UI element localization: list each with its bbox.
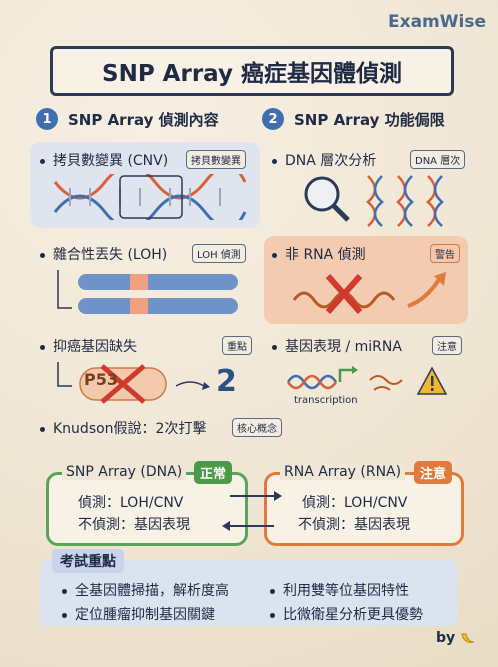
- notice-tag: 注意: [432, 336, 462, 355]
- section-number-1: 1: [36, 108, 58, 130]
- exam-point-text: 定位腫瘤抑制基因關鍵: [75, 607, 215, 623]
- rna-not-detect: 不偵測：基因表現: [298, 517, 410, 533]
- title-banner: SNP Array 癌症基因體偵測: [50, 46, 454, 96]
- bullet: [62, 588, 67, 594]
- exam-point: 比微衛星分析更具優勢: [270, 604, 423, 624]
- byline-text: by: [436, 630, 456, 646]
- byline: by: [436, 630, 476, 646]
- exam-point: 定位腫瘤抑制基因關鍵: [62, 604, 215, 624]
- cnv-label: 拷貝數變異 (CNV): [40, 150, 168, 170]
- exam-point-text: 比微衛星分析更具優勢: [283, 607, 423, 623]
- exam-point-text: 利用雙等位基因特性: [283, 583, 409, 599]
- dna-cnv-icon: [53, 174, 247, 220]
- magnifier-dna-icon: [304, 175, 444, 227]
- loh-tag: LOH 偵測: [192, 244, 246, 263]
- snp-box-title: SNP Array (DNA): [62, 464, 187, 480]
- p53-loss-icon: [57, 362, 210, 404]
- gene-name: P53: [84, 370, 118, 389]
- cnv-tag: 拷貝數變異: [186, 150, 246, 169]
- right-section-heading: 2 SNP Array 功能侷限: [262, 108, 445, 130]
- result-count: 2: [216, 364, 237, 399]
- left-heading-text: SNP Array 偵測內容: [68, 110, 219, 129]
- expression-label: 基因表現 / miRNA: [272, 336, 402, 356]
- non-rna-label-text: 非 RNA 偵測: [285, 247, 366, 263]
- loh-label-text: 雜合性丟失 (LOH): [53, 247, 168, 263]
- knudson-label: Knudson假說：2次打擊: [40, 418, 206, 438]
- loh-label: 雜合性丟失 (LOH): [40, 244, 167, 264]
- exam-point: 利用雙等位基因特性: [270, 580, 409, 600]
- transcription-icon: [286, 366, 448, 395]
- rna-crossed-icon: [292, 272, 446, 314]
- bullet: [272, 252, 277, 258]
- tsg-label: 抑癌基因缺失: [40, 336, 137, 356]
- tsg-tag: 重點: [222, 336, 252, 355]
- bullet: [40, 158, 45, 164]
- notice-badge: 注意: [414, 461, 453, 484]
- bullet: [270, 588, 275, 594]
- compare-arrows-icon: [222, 491, 282, 531]
- expression-label-text: 基因表現 / miRNA: [285, 339, 402, 355]
- normal-badge: 正常: [194, 461, 233, 484]
- cnv-label-text: 拷貝數變異 (CNV): [53, 153, 169, 169]
- bullet: [272, 158, 277, 164]
- rna-box-title: RNA Array (RNA): [280, 464, 406, 480]
- bullet: [270, 612, 275, 618]
- bullet: [40, 426, 45, 432]
- dna-level-label: DNA 層次分析: [272, 150, 376, 170]
- banana-icon: [461, 633, 475, 643]
- knudson-tag: 核心概念: [232, 418, 282, 437]
- rna-detect: 偵測：LOH/CNV: [302, 495, 408, 511]
- warning-tag: 警告: [430, 244, 460, 263]
- transcription-caption: transcription: [294, 395, 358, 406]
- bullet: [62, 612, 67, 618]
- exam-point-text: 全基因體掃描，解析度高: [75, 583, 229, 599]
- exam-point: 全基因體掃描，解析度高: [62, 580, 229, 600]
- snp-detect: 偵測：LOH/CNV: [78, 495, 184, 511]
- right-heading-text: SNP Array 功能侷限: [294, 110, 445, 129]
- section-number-2: 2: [262, 108, 284, 130]
- rna-array-box: [264, 472, 464, 546]
- knudson-label-text: Knudson假說：2次打擊: [53, 421, 207, 437]
- page-title: SNP Array 癌症基因體偵測: [102, 61, 402, 87]
- tsg-label-text: 抑癌基因缺失: [53, 339, 137, 355]
- snp-not-detect: 不偵測：基因表現: [78, 517, 190, 533]
- chromosome-icon: [57, 270, 238, 314]
- left-section-heading: 1 SNP Array 偵測內容: [36, 108, 219, 130]
- dna-level-tag: DNA 層次: [410, 150, 466, 169]
- bullet: [272, 344, 277, 350]
- bullet: [40, 344, 45, 350]
- non-rna-label: 非 RNA 偵測: [272, 244, 366, 264]
- exam-title: 考試重點: [52, 549, 124, 573]
- dna-level-label-text: DNA 層次分析: [285, 153, 377, 169]
- bullet: [40, 252, 45, 258]
- brand-logo: ExamWise: [388, 12, 486, 32]
